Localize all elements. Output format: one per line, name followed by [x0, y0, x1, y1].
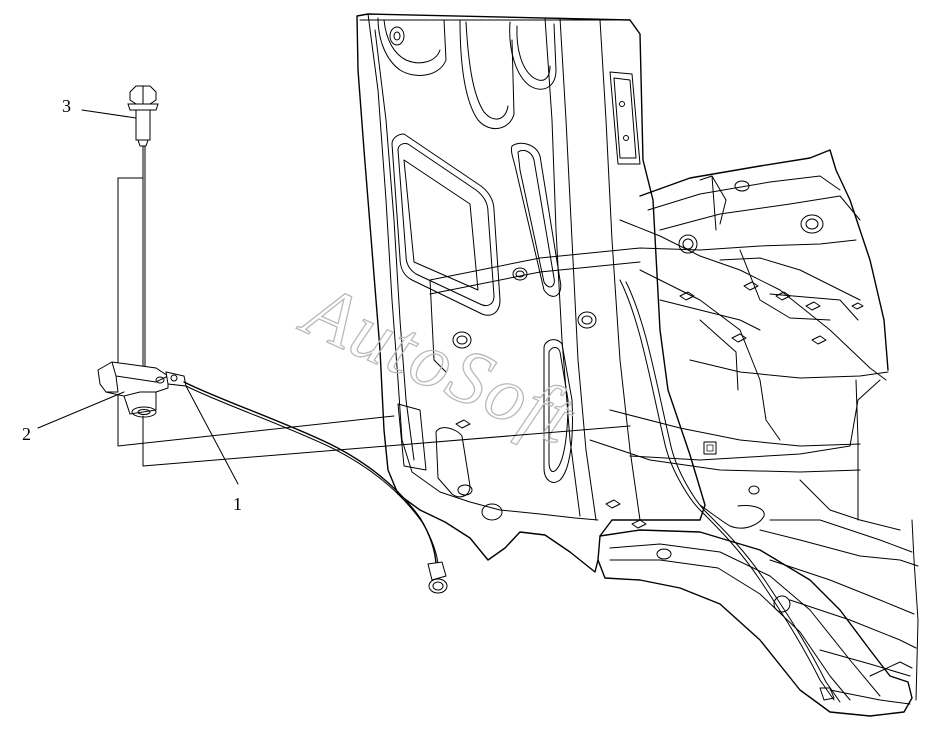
callout-label-3: 3: [62, 96, 71, 116]
callout-1: 1: [185, 385, 242, 514]
floor-fasteners: [455, 281, 864, 529]
callout-label-2: 2: [22, 424, 31, 444]
exploded-view-lines: [117, 19, 631, 467]
vehicle-body-panel: [356, 13, 919, 717]
cable-icon: [165, 371, 439, 567]
callout-2: 2: [22, 391, 125, 444]
panel-holes: [452, 180, 824, 560]
bolt-icon: [127, 85, 159, 147]
bracket-icon: [97, 361, 169, 418]
callout-3: 3: [62, 96, 137, 119]
ring-terminal-icon: [427, 561, 448, 594]
watermark-text: AutoSoft: [289, 264, 589, 461]
callout-label-1: 1: [233, 494, 242, 514]
